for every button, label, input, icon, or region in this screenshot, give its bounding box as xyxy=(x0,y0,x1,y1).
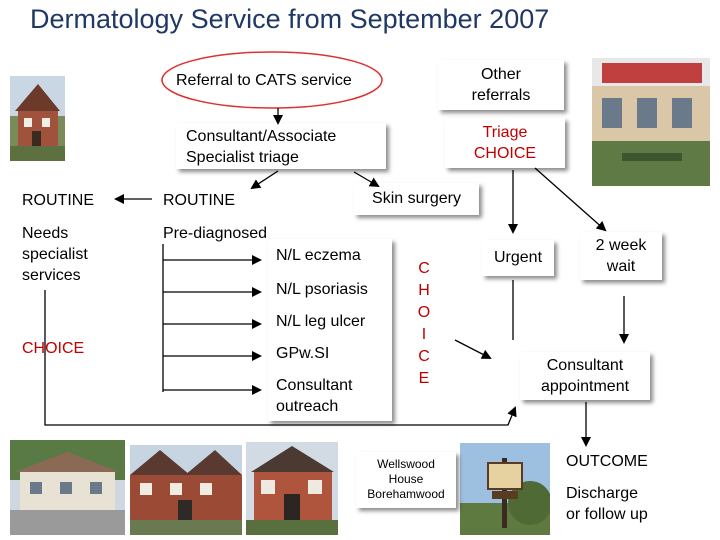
urgent-box: Urgent xyxy=(482,240,554,276)
consultant-appointment-box: Consultant appointment xyxy=(520,352,650,400)
choice-letter-e: E xyxy=(418,370,430,387)
wellswood-line-1: Wellswood xyxy=(377,457,435,471)
triage-choice-box: Triage CHOICE xyxy=(445,118,565,168)
needs-specialist-label: Needs specialist services xyxy=(22,223,88,286)
choice-left-label: CHOICE xyxy=(22,340,85,357)
two-week-line-1: 2 week xyxy=(595,237,647,254)
arrow-choice-to-appointment xyxy=(454,339,492,359)
pre-diagnosed-label: Pre-diagnosed xyxy=(163,225,268,242)
routine-mid-label: ROUTINE xyxy=(163,192,235,209)
wellswood-line-2: House xyxy=(388,472,424,486)
choice-letter-i: I xyxy=(421,326,427,343)
discharge-line-1: Discharge xyxy=(566,485,639,502)
needs-specialist-line-2: specialist xyxy=(22,246,88,263)
condition-eczema: N/L eczema xyxy=(276,247,361,264)
condition-gpwsi: GPw.SI xyxy=(276,345,330,362)
consultant-outreach-line-1: Consultant xyxy=(276,377,353,394)
wellswood-box: Wellswood House Borehamwood xyxy=(356,452,456,508)
triage-choice-label: CHOICE xyxy=(473,145,537,162)
discharge-box: Discharge or follow up xyxy=(560,480,672,528)
conditions-box: N/L eczema N/L psoriasis N/L leg ulcer G… xyxy=(268,239,392,421)
condition-psoriasis: N/L psoriasis xyxy=(276,281,368,298)
referral-box: Referral to CATS service xyxy=(160,66,388,94)
choice-letter-c2: C xyxy=(418,348,430,365)
choice-letter-o: O xyxy=(417,304,431,321)
referral-label: Referral to CATS service xyxy=(176,72,352,89)
building-photo-top-right xyxy=(592,58,710,186)
two-week-wait-box: 2 week wait xyxy=(580,232,662,280)
house-photo-bottom-2 xyxy=(130,445,242,535)
wellswood-line-3: Borehamwood xyxy=(367,487,445,501)
consultant-triage-line-2: Specialist triage xyxy=(186,149,299,166)
outcome-label: OUTCOME xyxy=(566,453,648,470)
building-photo-bottom-1 xyxy=(10,440,125,535)
house-photo-top-left xyxy=(10,76,65,161)
skin-surgery-box: Skin surgery xyxy=(354,183,479,215)
consultant-appointment-line-1: Consultant xyxy=(546,357,624,374)
urgent-label: Urgent xyxy=(493,249,543,266)
consultant-triage-box: Consultant/Associate Specialist triage xyxy=(176,123,386,169)
skin-surgery-label: Skin surgery xyxy=(372,190,461,207)
consultant-outreach-line-2: outreach xyxy=(276,398,339,415)
condition-leg-ulcer: N/L leg ulcer xyxy=(276,313,366,330)
needs-specialist-line-3: services xyxy=(22,267,81,284)
village-sign-photo xyxy=(460,443,550,535)
triage-label: Triage xyxy=(482,124,528,141)
routine-left-label: ROUTINE xyxy=(22,192,94,209)
other-referrals-line-1: Other xyxy=(480,66,521,83)
choice-letter-h: H xyxy=(418,282,430,299)
arrow-triage-to-routine xyxy=(250,170,279,190)
house-photo-bottom-3 xyxy=(246,442,338,535)
needs-specialist-line-1: Needs xyxy=(22,225,69,242)
page-title: Dermatology Service from September 2007 xyxy=(30,4,550,34)
choice-vertical-box: C H O I C E xyxy=(413,258,435,396)
two-week-line-2: wait xyxy=(606,258,636,275)
consultant-appointment-line-2: appointment xyxy=(540,378,630,395)
other-referrals-box: Other referrals xyxy=(438,60,564,110)
choice-letter-c1: C xyxy=(418,260,430,277)
discharge-line-2: or follow up xyxy=(566,506,648,523)
other-referrals-line-2: referrals xyxy=(471,87,531,104)
consultant-triage-line-1: Consultant/Associate xyxy=(186,128,337,145)
